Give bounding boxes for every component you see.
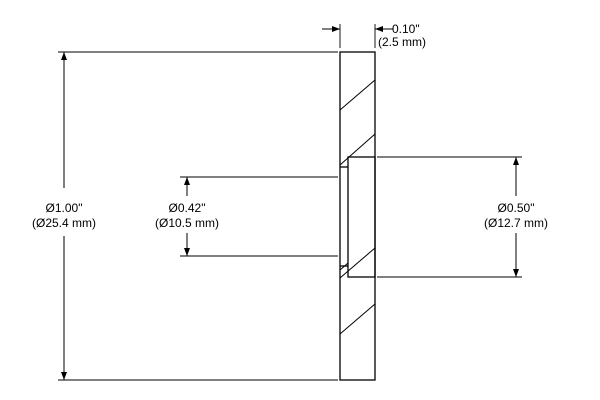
thickness-metric-label: (2.5 mm) (378, 35, 426, 49)
bore-diameter-imperial-label: Ø0.42" (169, 201, 206, 215)
outer-diameter-dimension: Ø1.00" (Ø25.4 mm) (32, 51, 338, 381)
part-section (339, 51, 376, 381)
boss-diameter-dimension: Ø0.50" (Ø12.7 mm) (377, 156, 548, 278)
bore-diameter-dimension: Ø0.42" (Ø10.5 mm) (155, 176, 338, 257)
bore-diameter-metric-label: (Ø10.5 mm) (155, 216, 219, 230)
outer-diameter-metric-label: (Ø25.4 mm) (32, 216, 96, 230)
thickness-dimension: 0.10" (2.5 mm) (322, 22, 426, 49)
flange-outline (339, 51, 376, 381)
outer-diameter-imperial-label: Ø1.00" (46, 201, 83, 215)
section-hatching (339, 79, 376, 335)
thickness-imperial-label: 0.10" (392, 22, 420, 36)
boss-diameter-imperial-label: Ø0.50" (498, 201, 535, 215)
boss-diameter-metric-label: (Ø12.7 mm) (484, 216, 548, 230)
boss-outline (347, 156, 376, 278)
